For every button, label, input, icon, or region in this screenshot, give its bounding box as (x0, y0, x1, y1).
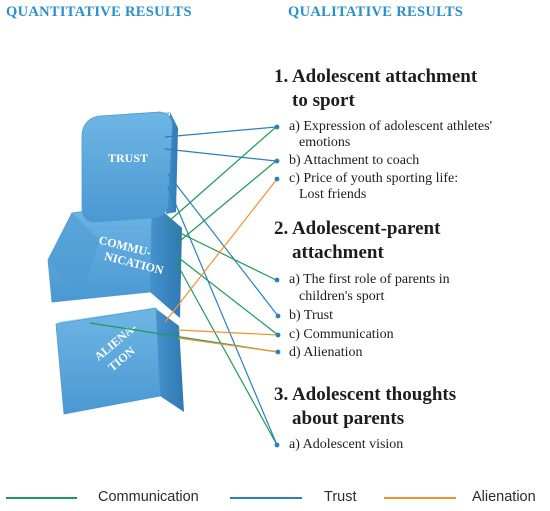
communication-link-2c (174, 254, 279, 336)
endpoint-dot-2d (275, 349, 281, 355)
communication-link-1a (167, 126, 277, 223)
trust-link-1a (164, 126, 277, 138)
section-2-title-line2: attachment (292, 242, 384, 263)
communication-link-2a (167, 226, 277, 281)
endpoint-dots (274, 124, 281, 448)
trust-link-3a (167, 185, 278, 446)
qualitative-results-header: QUALITATIVE RESULTS (288, 4, 464, 20)
alienation-link-1c (164, 178, 278, 323)
connection-lines (89, 126, 279, 446)
endpoint-dot-1b (274, 158, 280, 164)
section-1-title-line1: 1. Adolescent attachment (274, 66, 478, 87)
trust-link-2b (167, 173, 279, 317)
communication-link-3a (175, 261, 278, 446)
section-3-title-line1: 3. Adolescent thoughts (274, 384, 457, 405)
endpoint-dot-3a (274, 442, 280, 448)
section-3-item-a: a) Adolescent vision (289, 437, 404, 452)
endpoint-dot-1a (274, 124, 280, 130)
section-1-item-c-line2: Lost friends (299, 187, 367, 202)
alienation-link-2c (177, 329, 279, 336)
trust-link-1b (164, 148, 277, 162)
cube-label-trust: TRUST (108, 151, 148, 165)
section-2-item-a-line2: children's sport (299, 289, 385, 304)
section-1-item-a-line2: emotions (299, 135, 351, 150)
section-1-title-line2: to sport (292, 90, 355, 111)
communication-link-1b (174, 160, 277, 246)
legend-label-trust: Trust (324, 489, 357, 505)
section-2-item-d: d) Alienation (289, 345, 363, 360)
legend-label-alienation: Alienation (472, 489, 536, 505)
alienation-link-2d (177, 337, 279, 353)
cube-trust: TRUST (81, 111, 178, 223)
cube-communication: COMMU- NICATION (47, 201, 182, 318)
section-3-title-line2: about parents (292, 408, 405, 429)
endpoint-dot-2c (275, 332, 281, 338)
quantitative-results-header: QUANTITATIVE RESULTS (6, 4, 192, 20)
endpoint-dot-2a (274, 277, 280, 283)
section-1-item-b: b) Attachment to coach (289, 153, 420, 168)
section-2-item-a-line1: a) The first role of parents in (289, 272, 450, 287)
section-2-item-b: b) Trust (289, 308, 333, 323)
legend-label-communication: Communication (98, 489, 199, 505)
endpoint-dot-2b (275, 313, 281, 319)
section-2-title-line1: 2. Adolescent-parent (274, 218, 441, 239)
endpoint-dot-1c (274, 176, 280, 182)
section-1-item-c-line1: c) Price of youth sporting life: (289, 171, 459, 186)
cube-alienation: ALIENA- TION (55, 307, 184, 415)
section-2-item-c: c) Communication (289, 327, 394, 342)
section-1-item-a-line1: a) Expression of adolescent athletes' (289, 119, 493, 134)
